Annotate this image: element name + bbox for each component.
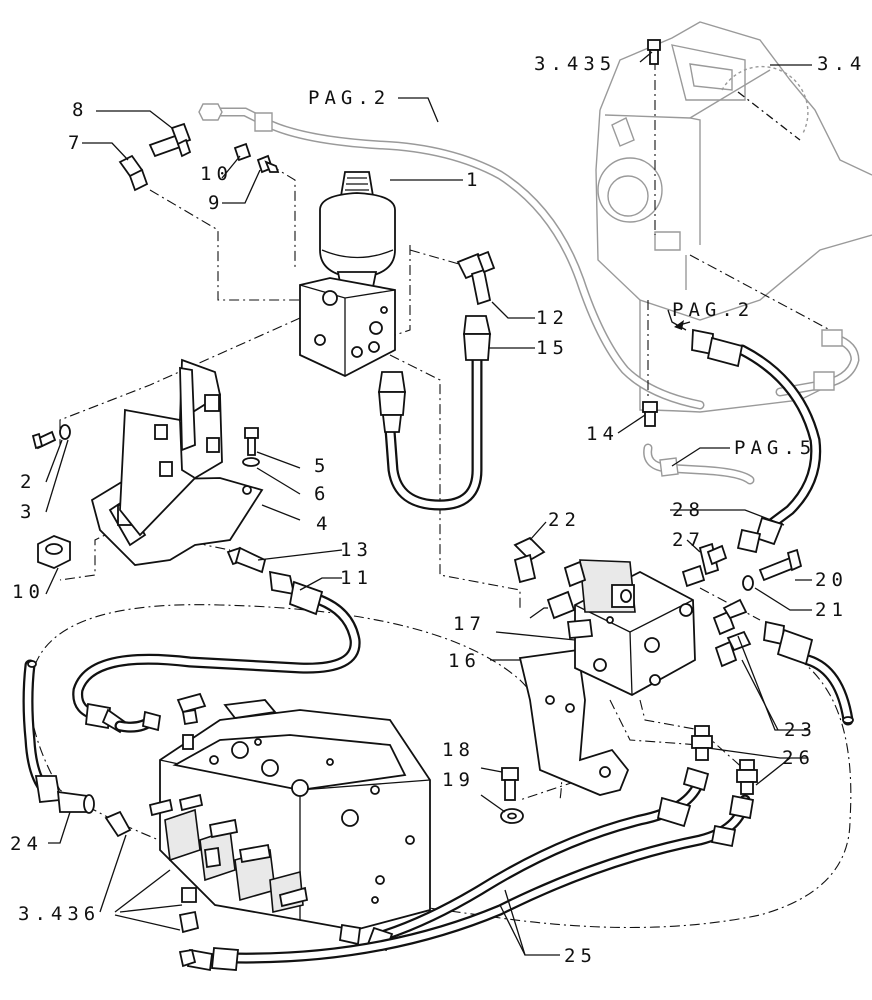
callout-21: 21 — [815, 599, 848, 621]
callout-1: 1 — [466, 169, 482, 191]
hose-28 — [691, 328, 822, 554]
hose-25-lower — [178, 766, 755, 972]
callout-24: 24 — [10, 833, 43, 855]
callout-13: 13 — [340, 539, 373, 561]
callout-7: 7 — [68, 132, 84, 154]
callout-3-435: 3.435 — [534, 53, 616, 75]
leader-lines — [45, 51, 812, 956]
tee-27 — [681, 542, 728, 588]
oring-21 — [742, 575, 754, 591]
valve-block-17 — [546, 559, 696, 697]
callout-17: 17 — [453, 613, 486, 635]
callout-20: 20 — [815, 569, 848, 591]
callout-19: 19 — [442, 769, 475, 791]
hose-11 — [72, 570, 361, 734]
callout-15: 15 — [536, 337, 569, 359]
pag2-upper-pipe — [198, 103, 705, 410]
screw-9 — [256, 154, 280, 174]
pag2-right-pipe — [775, 329, 860, 397]
fitting-7 — [118, 154, 149, 192]
nipple-26b — [736, 759, 758, 795]
washer-6 — [242, 457, 260, 467]
callout-2: 2 — [20, 471, 36, 493]
callout-5: 5 — [314, 455, 330, 477]
callout-3-436: 3.436 — [18, 903, 100, 925]
bolt-18 — [501, 767, 519, 801]
elbow-22 — [513, 536, 546, 584]
elbow-12 — [456, 250, 496, 306]
callout-14: 14 — [586, 423, 619, 445]
callout-10-lower: 10 — [12, 581, 45, 603]
elbow-23a — [712, 598, 748, 636]
ref-pag2-top: PAG.2 — [308, 87, 390, 109]
bracket-4 — [90, 358, 264, 566]
pag5-pipe — [643, 443, 755, 485]
accumulator — [319, 171, 396, 293]
washer-19 — [500, 808, 524, 824]
transmission-housing — [595, 21, 872, 413]
hose-23-right — [763, 620, 854, 726]
callout-22: 22 — [548, 509, 581, 531]
ref-pag2-right: PAG.2 — [672, 299, 754, 321]
hose-24 — [22, 659, 95, 814]
control-valve-bank — [104, 692, 431, 934]
nipple-26a — [691, 725, 713, 761]
bolt-20 — [758, 548, 803, 582]
bracket-16 — [518, 648, 630, 796]
callout-26: 26 — [782, 747, 815, 769]
callout-12: 12 — [536, 307, 569, 329]
callout-18: 18 — [442, 739, 475, 761]
callout-10-upper: 10 — [200, 163, 233, 185]
plug-10-upper — [233, 142, 252, 162]
callout-8: 8 — [72, 99, 88, 121]
callout-23: 23 — [784, 719, 817, 741]
fitting-8 — [148, 122, 192, 158]
arrow-pag2-right — [674, 320, 691, 330]
nipple-3435 — [647, 39, 661, 65]
screw-5 — [244, 427, 259, 456]
callout-3: 3 — [20, 501, 36, 523]
callout-3-4: 3.4 — [817, 53, 866, 75]
callout-11: 11 — [340, 567, 373, 589]
ref-pag5: PAG.5 — [734, 437, 816, 459]
callout-labels: 1 2 3 4 5 6 7 8 9 10 10 11 12 13 14 15 1… — [10, 53, 866, 967]
hose-15 — [377, 315, 492, 511]
fitting-13 — [226, 546, 267, 574]
callout-6: 6 — [314, 483, 330, 505]
nut-10-lower — [37, 535, 71, 569]
washer-3 — [59, 424, 71, 440]
callout-16: 16 — [448, 650, 481, 672]
callout-25: 25 — [564, 945, 597, 967]
bolt-2 — [31, 430, 57, 450]
callout-27: 27 — [672, 529, 705, 551]
valve-block — [299, 277, 396, 378]
elbow-23b — [714, 630, 752, 668]
callout-9: 9 — [208, 192, 224, 214]
callout-28: 28 — [672, 499, 705, 521]
callout-4: 4 — [316, 513, 332, 535]
nipple-14 — [642, 401, 658, 427]
